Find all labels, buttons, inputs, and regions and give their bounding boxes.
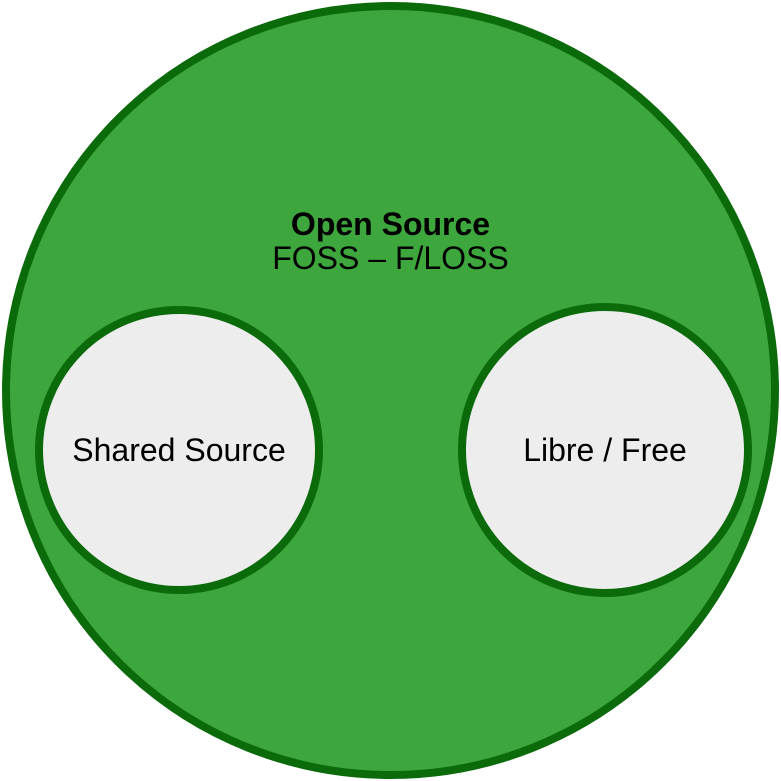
shared-source-circle: Shared Source — [35, 306, 323, 594]
foss-floss-subtitle: FOSS – F/LOSS — [272, 240, 509, 276]
open-source-title: Open Source — [290, 206, 491, 242]
libre-free-label: Libre / Free — [523, 431, 687, 468]
outer-circle-label: Open Source FOSS – F/LOSS — [10, 207, 771, 275]
shared-source-label: Shared Source — [72, 431, 286, 468]
libre-free-circle: Libre / Free — [458, 303, 752, 597]
